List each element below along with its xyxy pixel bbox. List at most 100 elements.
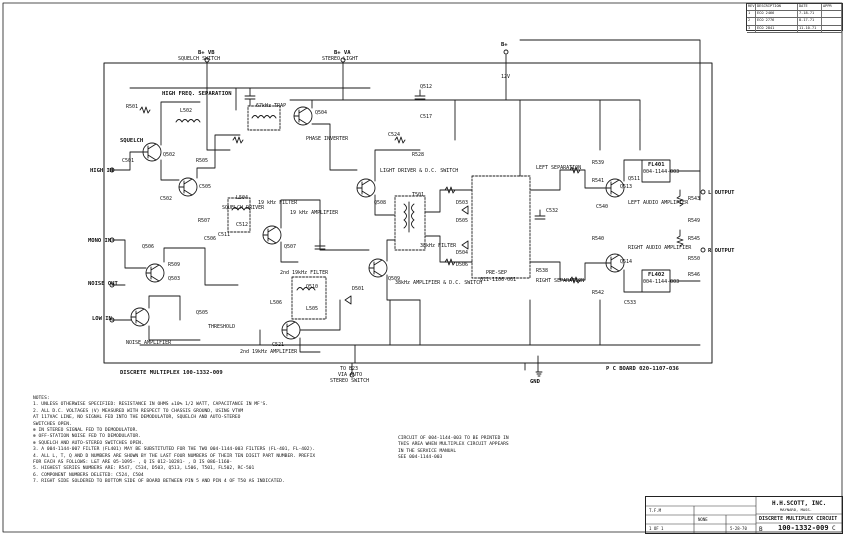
drawing-title: DISCRETE MULTIPLEX CIRCUIT xyxy=(759,516,838,522)
part-label: Q508 xyxy=(374,200,387,206)
part-label: D504 xyxy=(456,250,469,256)
part-label: C532 xyxy=(546,208,559,214)
squelch-label: SQUELCH xyxy=(120,138,144,144)
rail-label-b-plus: B+ xyxy=(501,42,508,48)
notes-block: NOTES: 1. UNLESS OTHERWISE SPECIFIED: RE… xyxy=(33,396,393,486)
callout-line: IN THE SERVICE MANUAL xyxy=(398,448,457,454)
part-label: C533 xyxy=(624,300,637,306)
revision-row: REV DESCRIPTION DATE APPR xyxy=(747,4,842,12)
part-label: R540 xyxy=(592,236,605,242)
revision-row: 3 ECO 2841 11-10-71 xyxy=(747,25,842,33)
part-label: D505 xyxy=(456,218,469,224)
part-label: Q505 xyxy=(196,310,209,316)
wiring-left xyxy=(111,87,241,341)
khz-trap-label: 67kHz TRAP xyxy=(256,103,287,109)
part-label: C517 xyxy=(420,114,433,120)
drawn-by: T.F.M xyxy=(649,508,662,513)
part-label: L504 xyxy=(236,195,249,201)
wiring-stereo-switch xyxy=(351,355,539,374)
pc-board-label: P C BOARD 020-1107-036 xyxy=(606,366,679,372)
part-label: R545 xyxy=(688,236,701,242)
transformer-t501 xyxy=(403,201,415,233)
note-line: ⊕ IN STEREO SIGNAL FED TO DEMODULATOR. xyxy=(33,428,139,434)
part-label: R543 xyxy=(688,196,701,202)
rail-label-b-plus-vb: B+ VB xyxy=(198,50,215,56)
drawing-number: 100-1332-009 xyxy=(778,524,829,532)
rail-b-plus-vb xyxy=(129,61,371,89)
wiring-mid xyxy=(280,99,421,353)
part-label: R505 xyxy=(196,158,209,164)
pre-sep-part-label: 011-1106-001 xyxy=(480,277,517,283)
note-line: SWITCHES OPEN. xyxy=(33,421,72,427)
note-line: 1. UNLESS OTHERWISE SPECIFIED: RESISTANC… xyxy=(33,402,269,408)
amplifier-19khz-label: 19 kHz AMPLIFIER xyxy=(290,210,339,216)
part-label: R541 xyxy=(592,178,605,184)
rev-cell: REV xyxy=(747,4,756,11)
mono-in-label: MONO IN xyxy=(88,238,112,244)
rev-cell: 2 xyxy=(747,18,756,25)
part-label: Q504 xyxy=(315,110,328,116)
part-label: R549 xyxy=(688,218,701,224)
callout-line: THIS AREA WHEN MULTIPLEX CIRCUIT APPEARS xyxy=(398,442,509,448)
size-letter: B xyxy=(759,526,763,533)
part-label: C512 xyxy=(236,222,249,228)
callout-line: SEE 004-1144-003 xyxy=(398,455,443,461)
filter-19khz-label: 19 kHz FILTER xyxy=(258,200,298,206)
note-line: 6. COMPONENT NUMBERS DELETED: C524, C504 xyxy=(33,472,144,478)
part-label: R546 xyxy=(688,272,701,278)
squelch-switch-label: SQUELCH SWITCH xyxy=(178,56,221,62)
part-label: Q509 xyxy=(388,276,401,282)
discrete-multiplex-label: DISCRETE MULTIPLEX 100-1332-009 xyxy=(120,370,223,376)
r-output-label: R OUTPUT xyxy=(708,248,735,254)
rev-cell: 8-17-71 xyxy=(798,18,822,25)
note-line: 3. A 004-1144-007 FILTER (FL401) MAY BE … xyxy=(33,447,316,453)
part-label: Q512 xyxy=(420,84,433,90)
wiring-right xyxy=(424,99,701,293)
to-b23-label: TO B23 xyxy=(340,366,359,372)
low-in-label: LOW IN xyxy=(92,316,112,322)
rev-cell: DATE xyxy=(798,4,822,11)
right-audio-amp-label: RIGHT AUDIO AMPLIFIER xyxy=(628,245,692,251)
left-separation-label: LEFT SEPARATION xyxy=(536,165,582,171)
part-label: D503 xyxy=(456,200,469,206)
noise-out-label: NOISE OUT xyxy=(88,281,118,287)
inductor-l502 xyxy=(175,119,201,123)
note-line: AT 117VAC LINE, NO SIGNAL FED INTO THE D… xyxy=(33,415,241,421)
revision-letter: C xyxy=(832,525,836,532)
high-in-label: HIGH IN xyxy=(90,168,114,174)
part-label: Q503 xyxy=(168,276,181,282)
rail-b-plus xyxy=(505,54,641,121)
amplifier-2nd-19khz-label: 2nd 19kHz AMPLIFIER xyxy=(240,349,298,355)
note-line: 7. RIGHT SIDE SOLDERED TO BOTTOM SIDE OF… xyxy=(33,479,285,485)
part-label: R509 xyxy=(168,262,181,268)
rev-cell: 3 xyxy=(747,25,756,32)
part-label: L506 xyxy=(270,300,283,306)
pre-sep-region xyxy=(471,175,531,279)
part-label: C501 xyxy=(122,158,135,164)
part-label: Q506 xyxy=(142,244,155,250)
left-audio-amp-label: LEFT AUDIO AMPLIFIER xyxy=(628,200,689,206)
l-output-label: L OUTPUT xyxy=(708,190,735,196)
pre-sep-label: PRE-SEP xyxy=(486,270,508,276)
rev-cell: 7-18-71 xyxy=(798,11,822,18)
filter-38khz-label: 38kHz FILTER xyxy=(420,243,457,249)
title-block-grid xyxy=(646,497,842,533)
callout-line: CIRCUIT OF 004-1144-003 TO BE PRINTED IN xyxy=(398,436,509,441)
note-line: ⊕ OFF-STATION NOISE FED TO DEMODULATOR. xyxy=(33,434,141,440)
part-label: D506 xyxy=(456,262,469,268)
board-border xyxy=(103,62,713,364)
part-label: C540 xyxy=(596,204,609,210)
wiring-bottom xyxy=(139,299,701,371)
phase-inverter-label: PHASE INVERTER xyxy=(306,136,349,142)
threshold-label: THRESHOLD xyxy=(208,324,236,330)
part-label: C505 xyxy=(199,184,212,190)
part-label: C511 xyxy=(218,232,231,238)
squelch-driver-label: SQUELCH DRIVER xyxy=(222,205,265,211)
part-label: L505 xyxy=(306,306,319,312)
inductor-l504 xyxy=(231,207,251,211)
company-city: MAYNARD, MASS. xyxy=(780,507,813,512)
part-label: T501 xyxy=(412,192,425,198)
part-label: R528 xyxy=(412,152,425,158)
part-label: R539 xyxy=(592,160,605,166)
